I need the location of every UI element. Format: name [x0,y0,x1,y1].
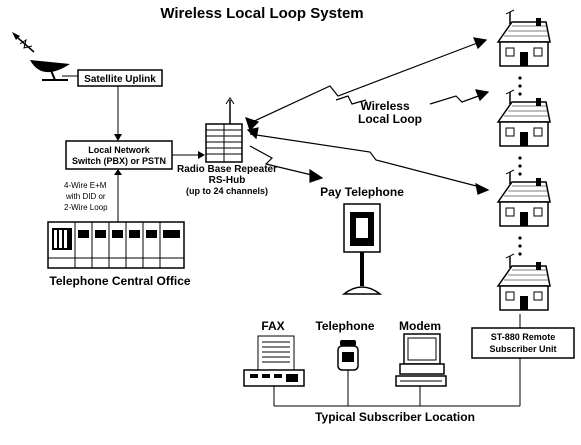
wire-label-line3: 2-Wire Loop [64,203,108,212]
wireless-link-paytelephone [249,145,324,183]
house-icon [496,253,551,311]
house-icon [496,89,551,147]
radio-base-repeater [205,97,243,163]
satellite-dish-icon [12,32,70,81]
pay-telephone-icon [341,203,383,295]
wire-label-line2: with DID or [65,192,106,201]
remote-label-line2: Subscriber Unit [489,344,556,354]
wireless-label-line1: Wireless [360,99,410,113]
telephone-label: Telephone [315,319,374,333]
subscriber-bus [273,370,520,407]
remote-label-line1: ST-880 Remote [491,332,556,342]
remote-subscriber-box [471,327,575,359]
fax-label: FAX [261,319,284,333]
repeater-label-line2: RS-Hub [209,175,246,186]
wireless-link-lower [246,127,490,195]
central-office-racks [47,221,185,269]
house-dots [518,76,522,256]
house-icon [496,9,551,67]
modem-label: Modem [399,319,441,333]
satellite-uplink-box [77,69,163,87]
wire-label-line1: 4-Wire E+M [64,181,107,190]
wireless-link-upper [245,37,488,132]
wireless-link-middle [335,89,490,105]
fax-machine-icon [243,335,305,387]
diagram-title: Wireless Local Loop System [160,5,363,22]
satellite-uplink-label: Satellite Uplink [84,74,156,85]
switch-label-line1: Local Network [88,145,151,155]
arrowhead-icon [198,151,205,159]
arrowhead-icon [114,169,122,175]
telephone-icon [337,340,359,371]
pay-telephone-label: Pay Telephone [320,185,404,199]
wireless-label-line2: Local Loop [358,112,422,126]
switch-label-line2: Switch (PBX) or PSTN [72,156,166,166]
subscriber-location-label: Typical Subscriber Location [315,410,475,424]
house-icon [496,169,551,227]
subscriber-houses [496,9,551,311]
arrowhead-icon [114,134,122,141]
repeater-label-line1: Radio Base Repeater [177,164,277,175]
repeater-label-line3: (up to 24 channels) [186,186,268,196]
modem-computer-icon [395,333,447,387]
central-office-label: Telephone Central Office [49,274,190,288]
